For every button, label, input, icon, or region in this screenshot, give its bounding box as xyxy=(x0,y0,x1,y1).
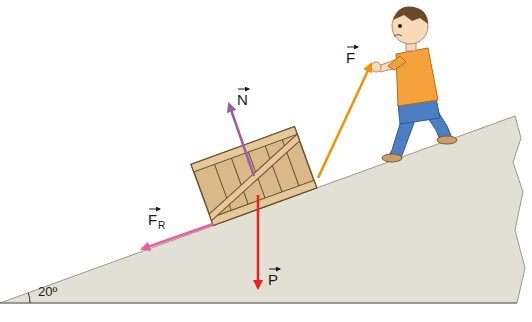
vector-mark xyxy=(149,209,160,210)
friction-force-arrow xyxy=(142,224,213,249)
vector-mark xyxy=(238,89,249,90)
crate xyxy=(191,127,317,226)
angle-arc xyxy=(28,293,30,303)
incline xyxy=(0,116,525,303)
angle-label: 20º xyxy=(38,285,57,298)
weight-arrow xyxy=(257,195,260,288)
normal-force-arrow xyxy=(229,104,254,176)
subscript: R xyxy=(158,221,165,231)
baseline xyxy=(0,303,517,304)
vector-mark xyxy=(347,47,358,48)
pull-force-arrow xyxy=(318,64,371,178)
boy xyxy=(371,7,457,162)
force-label: P xyxy=(268,272,278,287)
force-label: N xyxy=(237,92,248,107)
force-label: F xyxy=(148,212,157,227)
vector-mark xyxy=(269,269,280,270)
force-label: F xyxy=(346,50,355,65)
